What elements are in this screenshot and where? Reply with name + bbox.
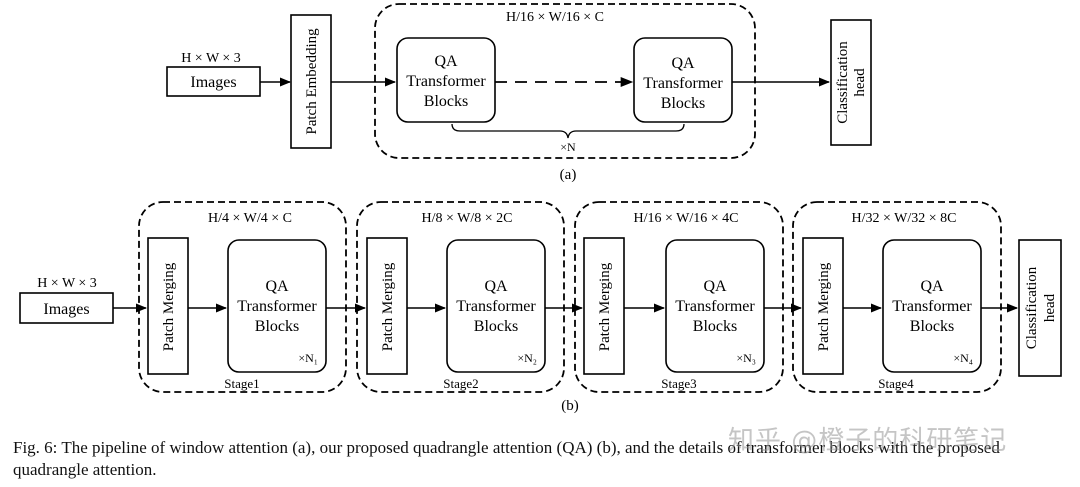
watermark: 知乎 @橙子的科研笔记 bbox=[728, 426, 1008, 456]
b-stage2-qa-line3: Blocks bbox=[474, 318, 518, 335]
a-qa-block-right-line1: QA bbox=[671, 55, 695, 72]
b-stage3-name: Stage3 bbox=[661, 376, 696, 391]
b-stage3-qa-block bbox=[665, 239, 765, 373]
a-qa-block-left-line1: QA bbox=[434, 53, 458, 70]
a-images-box bbox=[166, 66, 261, 97]
b-stage2-name: Stage2 bbox=[443, 376, 478, 391]
a-classification-head-box bbox=[830, 19, 872, 146]
b-stage2-patch-merging-label: Patch Merging bbox=[380, 262, 396, 351]
a-patch-embedding-box bbox=[290, 14, 332, 149]
a-qa-block-right-line3: Blocks bbox=[661, 95, 705, 112]
a-patch-embedding-label: Patch Embedding bbox=[304, 28, 320, 135]
b-stage2-patch-merging-box bbox=[366, 237, 408, 375]
a-qa-block-right bbox=[633, 37, 733, 123]
b-stage1-qa-line3: Blocks bbox=[255, 318, 299, 335]
b-stage2-qa-block bbox=[446, 239, 546, 373]
a-qa-block-right-line2: Transformer bbox=[643, 75, 723, 92]
b-stage3-qa-line1: QA bbox=[703, 278, 727, 295]
b-stage1-qa-line1: QA bbox=[265, 278, 289, 295]
b-stage1-patch-merging-label: Patch Merging bbox=[161, 262, 177, 351]
b-stage1-name: Stage1 bbox=[224, 376, 259, 391]
b-stage4-dims: H/32 × W/32 × 8C bbox=[852, 211, 957, 226]
b-stage3-patch-merging-label: Patch Merging bbox=[597, 262, 613, 351]
b-stage2-group bbox=[356, 201, 565, 393]
b-stage4-name: Stage4 bbox=[878, 376, 914, 391]
a-repeat-label: ×N bbox=[560, 140, 576, 154]
b-stage3-patch-merging-box bbox=[583, 237, 625, 375]
b-stage1-qa-block bbox=[227, 239, 327, 373]
b-stage3-group bbox=[574, 201, 784, 393]
b-images-box bbox=[19, 292, 114, 324]
a-qa-block-left-line3: Blocks bbox=[424, 93, 468, 110]
b-stage1-qa-line2: Transformer bbox=[237, 298, 317, 315]
b-stage2-dims: H/8 × W/8 × 2C bbox=[422, 211, 513, 226]
a-qa-block-left-line2: Transformer bbox=[406, 73, 486, 90]
b-stage3-repeat: ×N₃ bbox=[736, 351, 756, 365]
a-qa-block-left bbox=[396, 37, 496, 123]
b-stage1-dims: H/4 × W/4 × C bbox=[208, 211, 292, 226]
b-stage4-qa-block bbox=[882, 239, 982, 373]
a-group-dims: H/16 × W/16 × C bbox=[506, 10, 604, 25]
b-stage1-patch-merging-box bbox=[147, 237, 189, 375]
a-classification-head-line2: head bbox=[852, 68, 868, 97]
b-stage4-group bbox=[792, 201, 1002, 393]
b-stage4-qa-line3: Blocks bbox=[910, 318, 954, 335]
a-block-group bbox=[374, 3, 756, 159]
b-stage4-patch-merging-label: Patch Merging bbox=[816, 262, 832, 351]
figure-caption: Fig. 6: The pipeline of window attention… bbox=[13, 438, 1000, 479]
b-classification-head-box bbox=[1018, 239, 1062, 377]
b-images-label: Images bbox=[43, 301, 89, 318]
b-sublabel: (b) bbox=[561, 398, 579, 414]
b-stage4-patch-merging-box bbox=[802, 237, 844, 375]
b-stage1-repeat: ×N₁ bbox=[298, 351, 318, 365]
a-sublabel: (a) bbox=[560, 167, 577, 183]
a-input-dims: H × W × 3 bbox=[181, 51, 241, 66]
b-stage4-qa-line2: Transformer bbox=[892, 298, 972, 315]
b-stage2-repeat: ×N₂ bbox=[517, 351, 537, 365]
b-classification-head-line1: Classification bbox=[1024, 266, 1040, 349]
b-stage2-qa-line1: QA bbox=[484, 278, 508, 295]
pipeline-diagram: H × W × 3 Images Patch Embedding H/16 × … bbox=[19, 3, 1062, 414]
b-classification-head-line2: head bbox=[1042, 293, 1058, 322]
b-stage2-qa-line2: Transformer bbox=[456, 298, 536, 315]
b-stage4-qa-line1: QA bbox=[920, 278, 944, 295]
b-stage3-qa-line2: Transformer bbox=[675, 298, 755, 315]
a-images-label: Images bbox=[190, 74, 236, 91]
b-stage3-dims: H/16 × W/16 × 4C bbox=[634, 211, 739, 226]
a-classification-head-line1: Classification bbox=[835, 41, 851, 124]
b-stage1-group bbox=[138, 201, 347, 393]
b-stage3-qa-line3: Blocks bbox=[693, 318, 737, 335]
b-input-dims: H × W × 3 bbox=[37, 276, 97, 291]
a-repeat-brace bbox=[451, 123, 685, 139]
b-stage4-repeat: ×N₄ bbox=[953, 351, 973, 365]
